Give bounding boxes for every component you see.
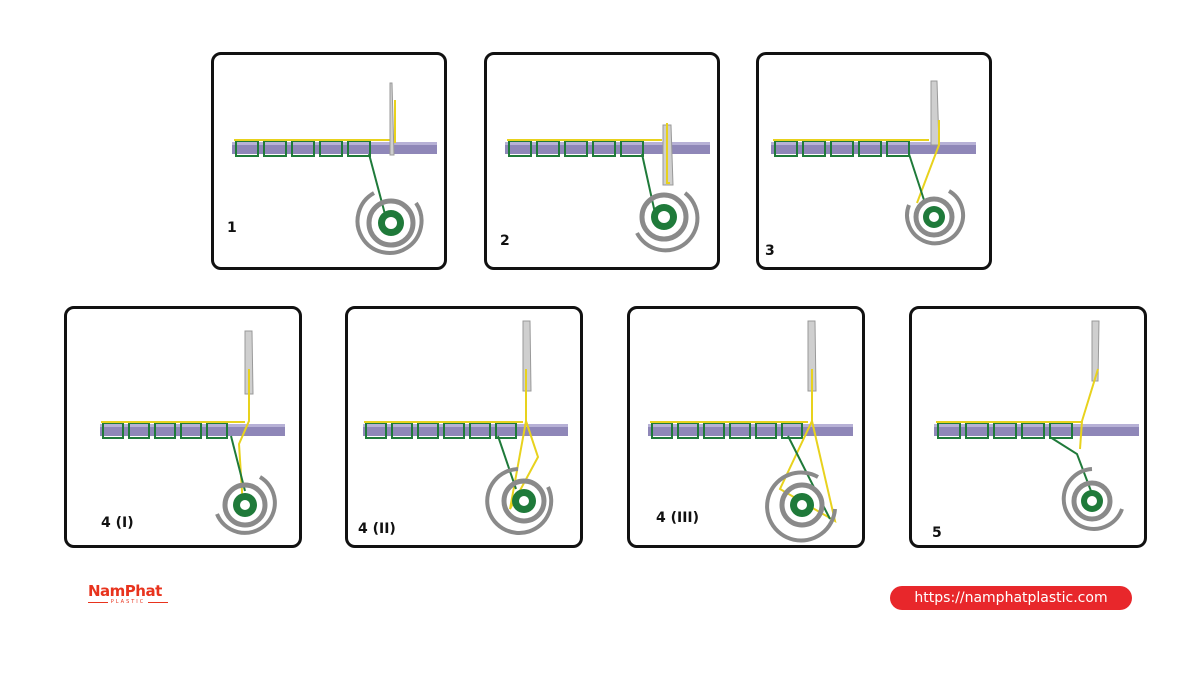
step-label: 4 (III) — [656, 510, 700, 526]
step-panel-2: 2 — [484, 52, 720, 270]
step-1-illustration — [232, 82, 437, 255]
step-4ii-illustration — [363, 320, 568, 535]
step-4i-illustration — [100, 330, 285, 535]
step-panel-4-i: 4 (I) — [64, 306, 302, 548]
step-label: 3 — [765, 243, 775, 259]
step-panel-3: 3 — [756, 52, 992, 270]
step-2-illustration — [505, 123, 710, 253]
step-panel-4-ii: 4 (II) — [345, 306, 583, 548]
step-label: 1 — [227, 220, 237, 236]
namphat-logo[interactable]: NamPhat PLASTIC — [88, 582, 170, 608]
step-label: 4 (I) — [101, 515, 134, 531]
step-panel-5: 5 — [909, 306, 1147, 548]
website-url-link[interactable]: https://namphatplastic.com — [890, 586, 1132, 610]
step-label: 5 — [932, 525, 942, 541]
step-label: 2 — [500, 233, 510, 249]
logo-divider — [148, 602, 168, 603]
step-label: 4 (II) — [358, 521, 396, 537]
step-5-illustration — [934, 320, 1139, 531]
step-panel-4-iii: 4 (III) — [627, 306, 865, 548]
logo-text: NamPhat — [88, 582, 162, 600]
logo-divider — [88, 602, 108, 603]
step-4iii-illustration — [648, 320, 853, 543]
step-3-illustration — [771, 80, 976, 246]
logo-subtext: PLASTIC — [110, 599, 146, 605]
step-panel-1: 1 — [211, 52, 447, 270]
